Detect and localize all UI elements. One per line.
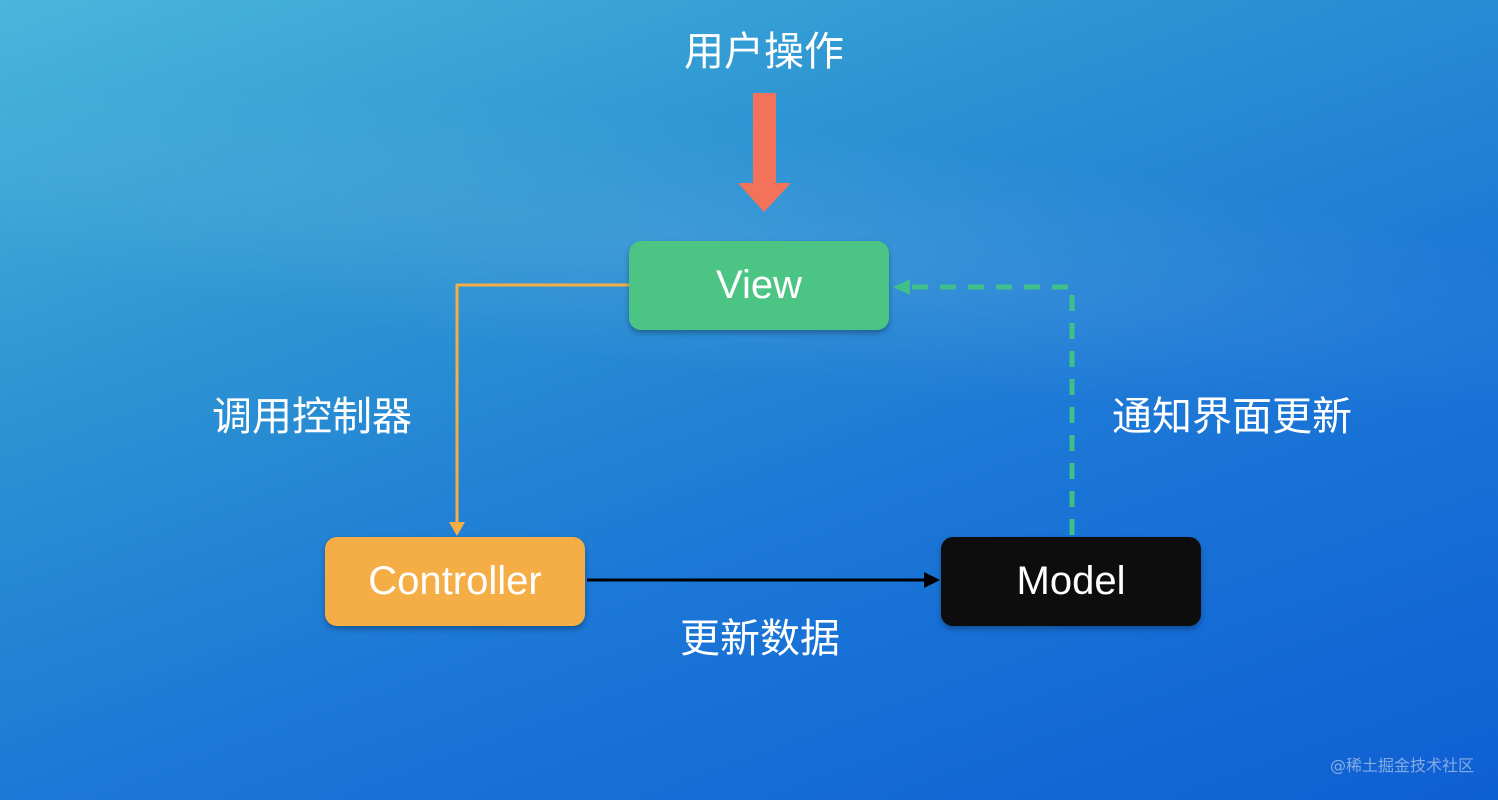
call-controller-label: 调用控制器	[212, 394, 412, 440]
model-node: Model	[941, 537, 1201, 626]
view-node: View	[629, 241, 889, 330]
update-data-label: 更新数据	[680, 616, 840, 662]
call-controller-connector	[449, 283, 629, 536]
update-data-connector	[587, 572, 940, 588]
notify-update-connector	[893, 279, 1075, 535]
controller-node: Controller	[325, 537, 585, 626]
watermark: @稀土掘金技术社区	[1329, 756, 1474, 775]
user-action-arrow	[738, 93, 791, 212]
user-action-label: 用户操作	[684, 29, 844, 75]
notify-update-label: 通知界面更新	[1112, 394, 1352, 440]
